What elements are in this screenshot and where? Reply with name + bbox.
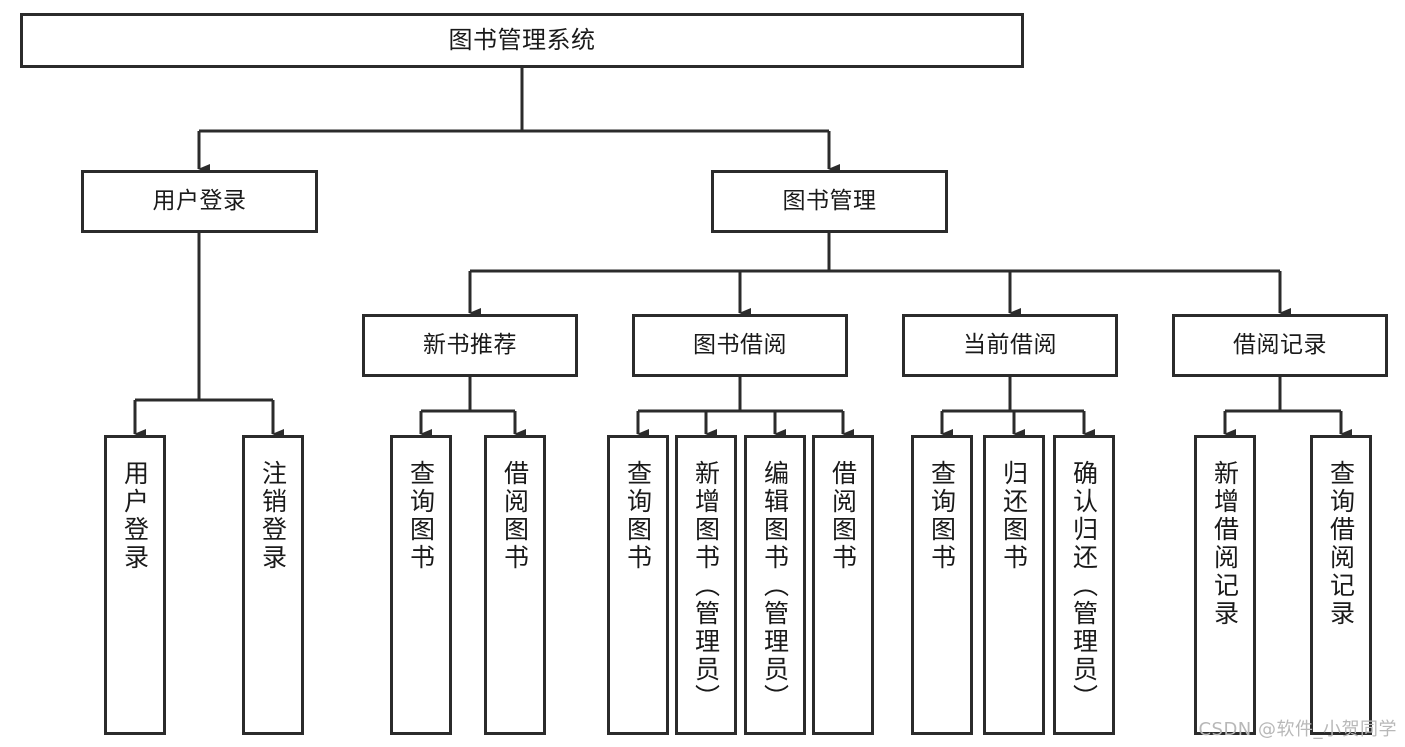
leaf-node[interactable]: 确认归还（管理员） bbox=[1053, 435, 1115, 735]
leaf-node[interactable]: 新增图书（管理员） bbox=[675, 435, 737, 735]
node-current-borrow-label: 当前借阅 bbox=[963, 331, 1057, 358]
leaf-node[interactable]: 查询图书 bbox=[911, 435, 973, 735]
leaf-node-label: 归还图书 bbox=[999, 460, 1029, 572]
leaf-node-label: 确认归还（管理员） bbox=[1069, 460, 1099, 712]
leaf-node[interactable]: 查询图书 bbox=[607, 435, 669, 735]
node-new-book-recommend[interactable]: 新书推荐 bbox=[362, 314, 578, 377]
leaf-node-label: 新增借阅记录 bbox=[1210, 460, 1240, 628]
node-borrow-record[interactable]: 借阅记录 bbox=[1172, 314, 1388, 377]
leaf-node[interactable]: 查询借阅记录 bbox=[1310, 435, 1372, 735]
node-current-borrow[interactable]: 当前借阅 bbox=[902, 314, 1118, 377]
leaf-node-label: 借阅图书 bbox=[828, 460, 858, 572]
leaf-node-label: 查询借阅记录 bbox=[1326, 460, 1356, 628]
leaf-node[interactable]: 用户登录 bbox=[104, 435, 166, 735]
node-root[interactable]: 图书管理系统 bbox=[20, 13, 1024, 68]
leaf-node[interactable]: 归还图书 bbox=[983, 435, 1045, 735]
leaf-node-label: 查询图书 bbox=[927, 460, 957, 572]
node-borrow-record-label: 借阅记录 bbox=[1233, 331, 1327, 358]
leaf-node[interactable]: 借阅图书 bbox=[812, 435, 874, 735]
leaf-node-label: 借阅图书 bbox=[500, 460, 530, 572]
node-user-login[interactable]: 用户登录 bbox=[81, 170, 318, 233]
watermark: CSDN @软件_小贺同学 bbox=[1198, 719, 1397, 740]
node-book-management[interactable]: 图书管理 bbox=[711, 170, 948, 233]
node-new-book-recommend-label: 新书推荐 bbox=[423, 331, 517, 358]
leaf-node-label: 查询图书 bbox=[406, 460, 436, 572]
leaf-node-label: 新增图书（管理员） bbox=[691, 460, 721, 712]
leaf-node-label: 查询图书 bbox=[623, 460, 653, 572]
node-user-login-label: 用户登录 bbox=[152, 187, 247, 214]
leaf-node[interactable]: 新增借阅记录 bbox=[1194, 435, 1256, 735]
leaf-node[interactable]: 注销登录 bbox=[242, 435, 304, 735]
node-book-management-label: 图书管理 bbox=[782, 187, 877, 214]
node-book-borrow-label: 图书借阅 bbox=[693, 331, 787, 358]
node-book-borrow[interactable]: 图书借阅 bbox=[632, 314, 848, 377]
leaf-node-label: 注销登录 bbox=[258, 460, 288, 572]
leaf-node-label: 编辑图书（管理员） bbox=[760, 460, 790, 712]
node-root-label: 图书管理系统 bbox=[448, 26, 596, 55]
leaf-node[interactable]: 查询图书 bbox=[390, 435, 452, 735]
leaf-node[interactable]: 借阅图书 bbox=[484, 435, 546, 735]
leaf-node[interactable]: 编辑图书（管理员） bbox=[744, 435, 806, 735]
leaf-node-label: 用户登录 bbox=[120, 460, 150, 572]
